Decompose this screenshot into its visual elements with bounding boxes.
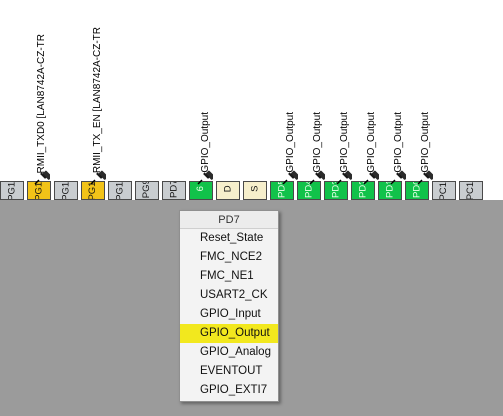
signal-label-pd2: GPIO_Output	[366, 112, 377, 173]
pin-label: D	[222, 184, 234, 192]
signal-label-pg13: RMII_TXD0 [LAN8742A-CZ-TR	[36, 33, 47, 173]
pin-vss[interactable]: S	[243, 181, 267, 200]
menu-item-reset-state[interactable]: Reset_State	[200, 232, 264, 244]
pushpin-icon	[282, 170, 298, 185]
pin-label: S	[249, 185, 261, 192]
menu-item-gpio-exti7[interactable]: GPIO_EXTI7	[200, 384, 268, 396]
pushpin-icon	[390, 170, 406, 185]
pushpin-icon	[336, 170, 352, 185]
pin-label: PC11	[465, 181, 477, 200]
menu-item-fmc-ne1[interactable]: FMC_NE1	[200, 270, 254, 282]
signal-label-pd0: GPIO_Output	[420, 112, 431, 173]
pin-label: PG10	[114, 181, 126, 200]
pushpin-icon	[417, 170, 433, 185]
signal-label-pg11: RMII_TX_EN [LAN8742A-CZ-TR	[92, 26, 103, 173]
pushpin-icon	[363, 170, 379, 185]
menu-item-fmc-nce2[interactable]: FMC_NCE2	[200, 251, 262, 263]
pushpin-icon	[34, 170, 50, 185]
menu-item-gpio-input[interactable]: GPIO_Input	[200, 308, 261, 320]
pin-pg14[interactable]: PG14	[0, 181, 24, 200]
signal-label-pd6: GPIO_Output	[200, 112, 211, 173]
menu-item-usart2-ck[interactable]: USART2_CK	[200, 289, 268, 301]
signal-label-pd3: GPIO_Output	[339, 112, 350, 173]
pin-pg10[interactable]: PG10	[108, 181, 132, 200]
pin-pd5[interactable]: PD5	[270, 181, 294, 200]
pin-context-menu: PD7 Reset_State FMC_NCE2 FMC_NE1 USART2_…	[179, 210, 279, 402]
signal-label-pd1: GPIO_Output	[393, 112, 404, 173]
pin-label: 6	[195, 185, 207, 191]
pin-pd0[interactable]: PD0	[405, 181, 429, 200]
pin-label: PG14	[6, 181, 18, 200]
pin-pd7[interactable]: PD7	[162, 181, 186, 200]
pin-label: PG9	[141, 181, 153, 198]
pin-pd1[interactable]: PD1	[378, 181, 402, 200]
pin-pd3[interactable]: PD3	[324, 181, 348, 200]
pin-pc11[interactable]: PC11	[459, 181, 483, 200]
pin-pg9[interactable]: PG9	[135, 181, 159, 200]
menu-item-eventout[interactable]: EVENTOUT	[200, 365, 263, 377]
pin-label: PD7	[168, 181, 180, 198]
pin-row: PG14 PG13 PG12 PG11 PG10 PG9 PD7 6 D S P…	[0, 181, 503, 200]
pin-label: PG12	[60, 181, 72, 200]
pin-vdd[interactable]: D	[216, 181, 240, 200]
menu-item-gpio-output[interactable]: GPIO_Output	[180, 324, 278, 343]
pin-pg13[interactable]: PG13	[27, 181, 51, 200]
pin-label: PC12	[438, 181, 450, 200]
pushpin-icon	[90, 170, 106, 185]
pin-pd2[interactable]: PD2	[351, 181, 375, 200]
pin-pd4[interactable]: PD4	[297, 181, 321, 200]
context-menu-title: PD7	[180, 211, 278, 229]
menu-item-gpio-analog[interactable]: GPIO_Analog	[200, 346, 271, 358]
pushpin-icon	[197, 170, 213, 185]
signal-label-pd5: GPIO_Output	[285, 112, 296, 173]
pin-pc12[interactable]: PC12	[432, 181, 456, 200]
pushpin-icon	[309, 170, 325, 185]
signal-label-pd4: GPIO_Output	[312, 112, 323, 173]
pin-pg12[interactable]: PG12	[54, 181, 78, 200]
